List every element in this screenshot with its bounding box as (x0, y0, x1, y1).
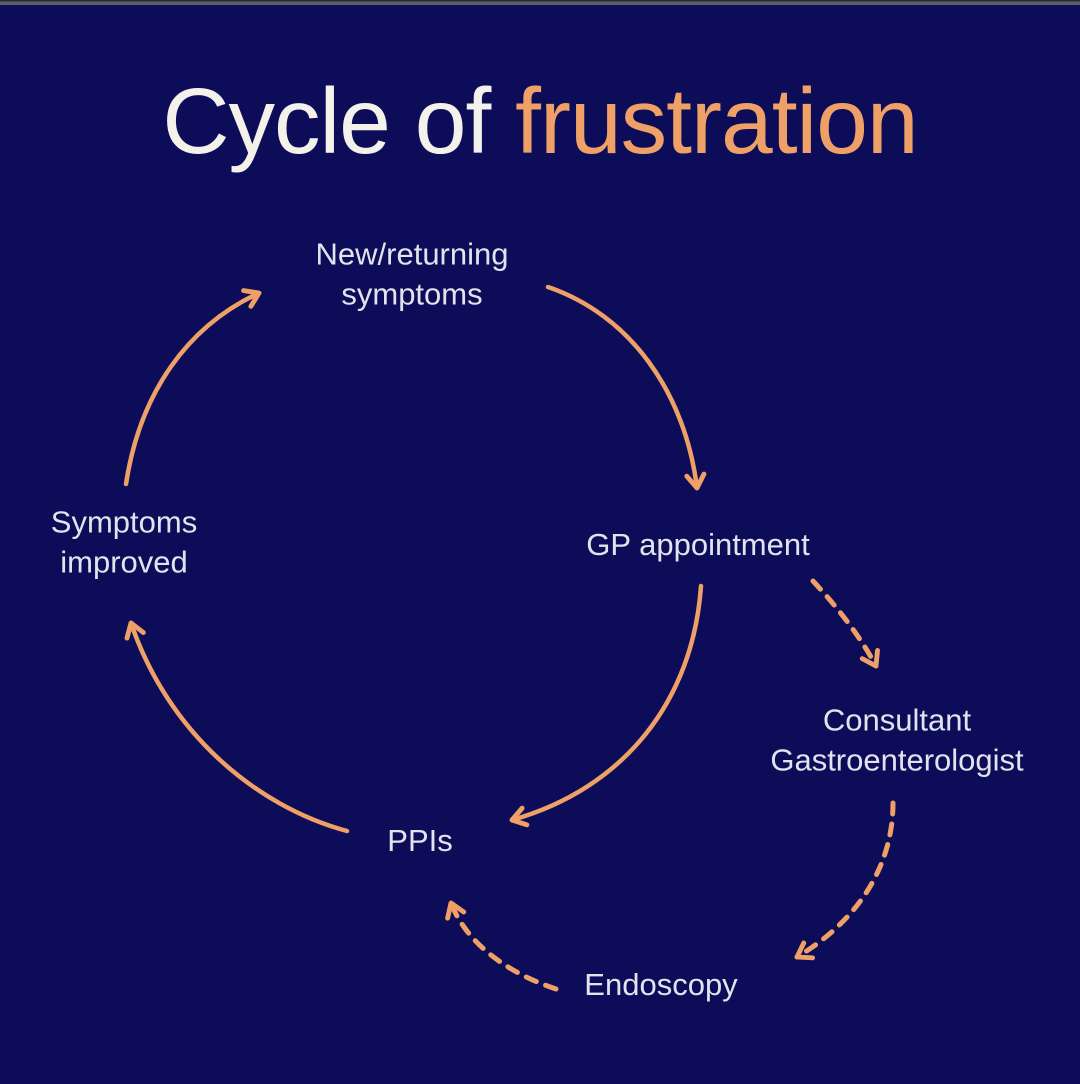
node-gp-appointment: GP appointment (586, 526, 810, 562)
arrow-symptoms-improved-to-new-symptoms (123, 288, 262, 487)
page-title-prefix: Cycle of (162, 69, 516, 173)
arrow-consultant-to-endoscopy (794, 800, 896, 961)
node-endoscopy: Endoscopy (584, 966, 738, 1002)
arrow-gp-to-ppis (509, 583, 704, 828)
node-symptoms-improved: Symptoms improved (50, 504, 198, 580)
page-title: Cycle of frustration (0, 68, 1080, 175)
window-edge-strip (0, 0, 1080, 5)
node-ppis: PPIs (387, 822, 453, 858)
page-title-highlight: frustration (515, 69, 919, 173)
arrow-gp-to-consultant (810, 578, 880, 669)
node-consultant-gastroenterologist: Consultant Gastroenterologist (770, 702, 1024, 778)
arrow-endoscopy-to-ppis (445, 900, 559, 992)
arrow-ppis-to-symptoms-improved (124, 620, 350, 834)
arrow-new-symptoms-to-gp (545, 284, 707, 491)
node-new-returning-symptoms: New/returning symptoms (315, 236, 509, 312)
